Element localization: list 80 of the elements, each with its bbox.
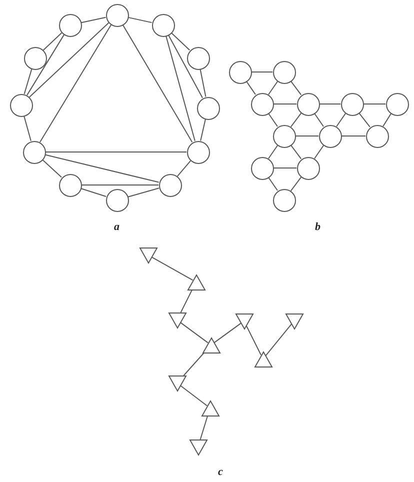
connector-line	[80, 188, 107, 197]
connector-line	[183, 352, 205, 376]
panel-label: b	[315, 221, 320, 233]
connector-line	[246, 80, 256, 96]
circle-node	[318, 124, 342, 148]
connector-line	[80, 16, 106, 24]
circle-node	[250, 156, 274, 180]
connector-line	[42, 159, 62, 178]
connector-line	[168, 34, 204, 98]
connector-line	[26, 34, 64, 96]
circle-node	[366, 124, 388, 148]
triangle-node	[188, 274, 204, 290]
panel-label: a	[114, 221, 120, 233]
circle-node	[228, 60, 252, 84]
connector-line	[200, 68, 206, 98]
circle-node	[106, 4, 128, 26]
connector-line	[265, 324, 292, 356]
circle-node	[340, 92, 364, 116]
connector-line	[179, 384, 208, 406]
circle-node	[22, 140, 46, 164]
triangle-node	[202, 338, 220, 352]
triangle-node	[202, 400, 218, 416]
connector-line	[176, 160, 192, 177]
panel-label: c	[218, 466, 223, 478]
connector-line	[336, 112, 346, 128]
connector-line	[358, 112, 370, 128]
connector-line	[246, 324, 262, 356]
connector-line	[122, 24, 193, 143]
connector-line	[200, 415, 208, 440]
circle-node	[272, 188, 296, 212]
circle-node	[296, 156, 320, 180]
connector-line	[128, 16, 152, 24]
triangle-node	[168, 376, 186, 390]
connector-line	[314, 144, 324, 160]
triangle-node	[190, 440, 206, 454]
connector-line	[268, 144, 278, 160]
circle-node	[106, 188, 128, 212]
connector-line	[81, 184, 159, 186]
connector-line	[200, 118, 206, 142]
connector-line	[24, 116, 32, 142]
connector-line	[214, 322, 242, 344]
circle-node	[58, 14, 82, 36]
circle-node	[386, 92, 408, 116]
connector-line	[180, 322, 208, 344]
circle-node	[250, 92, 274, 116]
connector-line	[268, 112, 278, 128]
circle-node	[152, 14, 174, 36]
connector-line	[290, 80, 302, 96]
circle-node	[272, 124, 296, 148]
circle-node	[24, 46, 46, 70]
connector-line	[290, 176, 302, 192]
connector-line	[290, 112, 302, 128]
connector-line	[44, 154, 160, 183]
connector-line	[290, 144, 302, 160]
connector-line	[166, 36, 196, 142]
circle-node	[272, 60, 296, 84]
connector-line	[268, 80, 278, 96]
connector-line	[180, 289, 193, 313]
circle-node	[10, 94, 32, 116]
circle-node	[58, 174, 82, 196]
connector-line	[170, 32, 190, 51]
connector-line	[382, 113, 392, 127]
circle-node	[186, 140, 210, 164]
triangle-node	[140, 248, 156, 262]
connector-line	[28, 22, 110, 98]
triangle-node	[236, 314, 252, 328]
circle-node	[158, 174, 182, 196]
circle-node	[186, 46, 210, 70]
connector-line	[42, 32, 62, 51]
connector-line	[268, 176, 278, 192]
connector-line	[39, 24, 112, 143]
triangle-node	[286, 314, 302, 328]
triangle-node	[254, 352, 272, 366]
connector-line	[314, 112, 324, 128]
connector-line	[150, 256, 194, 281]
connector-line	[128, 188, 160, 198]
circle-node	[296, 92, 320, 116]
connector-line	[24, 68, 32, 94]
circle-node	[196, 96, 220, 120]
triangle-node	[168, 312, 186, 328]
